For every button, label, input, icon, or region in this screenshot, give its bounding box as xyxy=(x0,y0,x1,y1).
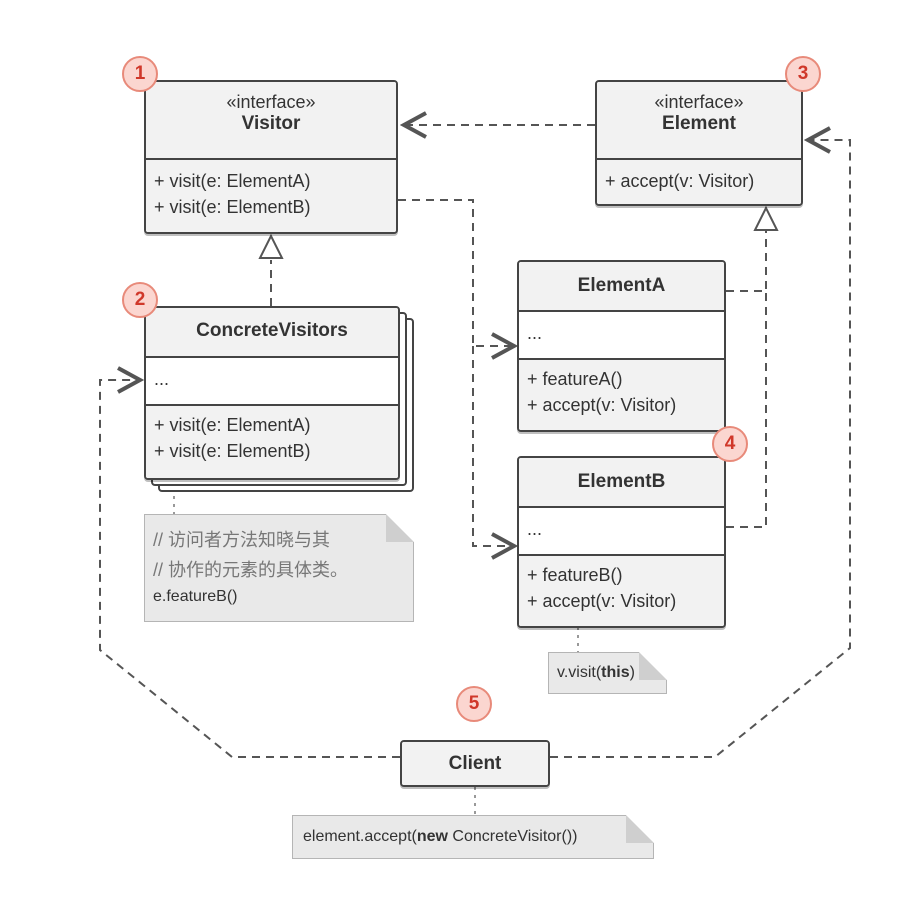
accept-note-prefix: v.visit( xyxy=(557,664,602,681)
elementa-method: + featureA() xyxy=(527,369,623,389)
concretevisitors-methods: + visit(e: ElementA) + visit(e: ElementB… xyxy=(146,404,398,478)
element-inheritance-triangle xyxy=(753,205,779,231)
client-note-keyword: new xyxy=(416,828,448,845)
client-note: element.accept(new ConcreteVisitor()) xyxy=(292,815,654,859)
visitor-header: «interface» Visitor xyxy=(146,82,396,158)
note-code-line: e.featureB() xyxy=(153,588,238,605)
note-fold xyxy=(626,815,654,843)
visitor-name: Visitor xyxy=(241,113,301,134)
elementa-fields: ... xyxy=(519,310,724,358)
elementb-realization xyxy=(726,291,767,528)
visitor-stereotype: «interface» xyxy=(226,92,316,112)
visitor-inheritance-triangle xyxy=(258,233,284,259)
note-comment-line: // 协作的元素的具体类。 xyxy=(153,560,349,580)
concretevisitors-name: ConcreteVisitors xyxy=(196,320,348,341)
elementa-methods: + featureA() + accept(v: Visitor) xyxy=(519,358,724,430)
visitor-method: + visit(e: ElementA) xyxy=(154,171,311,191)
concretevisitors-header: ConcreteVisitors xyxy=(146,308,398,356)
elementb-name: ElementB xyxy=(577,471,666,492)
client-to-concretevisitors xyxy=(99,380,400,758)
element-header: «interface» Element xyxy=(597,82,801,158)
elementb-method: + featureB() xyxy=(527,565,623,585)
concretevisitors-field: ... xyxy=(154,369,170,389)
step-badge-2: 2 xyxy=(122,282,158,318)
step-badge-4: 4 xyxy=(712,426,748,462)
note-fold xyxy=(386,514,414,542)
concretevisitors-method: + visit(e: ElementB) xyxy=(154,441,311,461)
concretevisitors-fields: ... xyxy=(146,356,398,404)
client-name: Client xyxy=(448,753,502,774)
accept-method-note: v.visit(this) xyxy=(548,652,667,694)
elementb-header: ElementB xyxy=(519,458,724,506)
element-method: + accept(v: Visitor) xyxy=(605,171,755,191)
step-badge-5: 5 xyxy=(456,686,492,722)
elementb-field: ... xyxy=(527,519,543,539)
visitor-method-note: // 访问者方法知晓与其 // 协作的元素的具体类。 e.featureB() xyxy=(144,514,414,622)
elementa-box[interactable]: ElementA ... + featureA() + accept(v: Vi… xyxy=(517,260,726,432)
note-fold xyxy=(639,652,667,680)
elementa-field: ... xyxy=(527,323,543,343)
elementb-box[interactable]: ElementB ... + featureB() + accept(v: Vi… xyxy=(517,456,726,628)
elementa-realization xyxy=(726,231,767,292)
elementb-methods: + featureB() + accept(v: Visitor) xyxy=(519,554,724,626)
client-to-element xyxy=(550,140,851,758)
concretevisitors-method: + visit(e: ElementA) xyxy=(154,415,311,435)
elementa-method: + accept(v: Visitor) xyxy=(527,395,677,415)
element-methods: + accept(v: Visitor) xyxy=(597,158,801,204)
client-note-suffix: ConcreteVisitor()) xyxy=(447,828,578,845)
client-note-prefix: element.accept( xyxy=(303,828,417,845)
client-header: Client xyxy=(402,742,548,785)
accept-note-keyword: this xyxy=(601,664,630,681)
accept-note-suffix: ) xyxy=(629,664,635,681)
visitor-to-elementa-dependency xyxy=(398,199,514,346)
element-name: Element xyxy=(662,113,736,134)
visitor-interface-box[interactable]: «interface» Visitor + visit(e: ElementA)… xyxy=(144,80,398,234)
step-badge-3: 3 xyxy=(785,56,821,92)
elementb-method: + accept(v: Visitor) xyxy=(527,591,677,611)
element-interface-box[interactable]: «interface» Element + accept(v: Visitor) xyxy=(595,80,803,206)
elementb-fields: ... xyxy=(519,506,724,554)
elementa-header: ElementA xyxy=(519,262,724,310)
visitor-to-elementb-dependency xyxy=(472,346,514,546)
visitor-method: + visit(e: ElementB) xyxy=(154,197,311,217)
visitor-methods: + visit(e: ElementA) + visit(e: ElementB… xyxy=(146,158,396,232)
element-stereotype: «interface» xyxy=(654,92,744,112)
concretevisitors-box[interactable]: ConcreteVisitors ... + visit(e: ElementA… xyxy=(144,306,400,480)
note-comment-line: // 访问者方法知晓与其 xyxy=(153,530,331,550)
elementa-name: ElementA xyxy=(577,275,666,296)
step-badge-1: 1 xyxy=(122,56,158,92)
client-box[interactable]: Client xyxy=(400,740,550,787)
